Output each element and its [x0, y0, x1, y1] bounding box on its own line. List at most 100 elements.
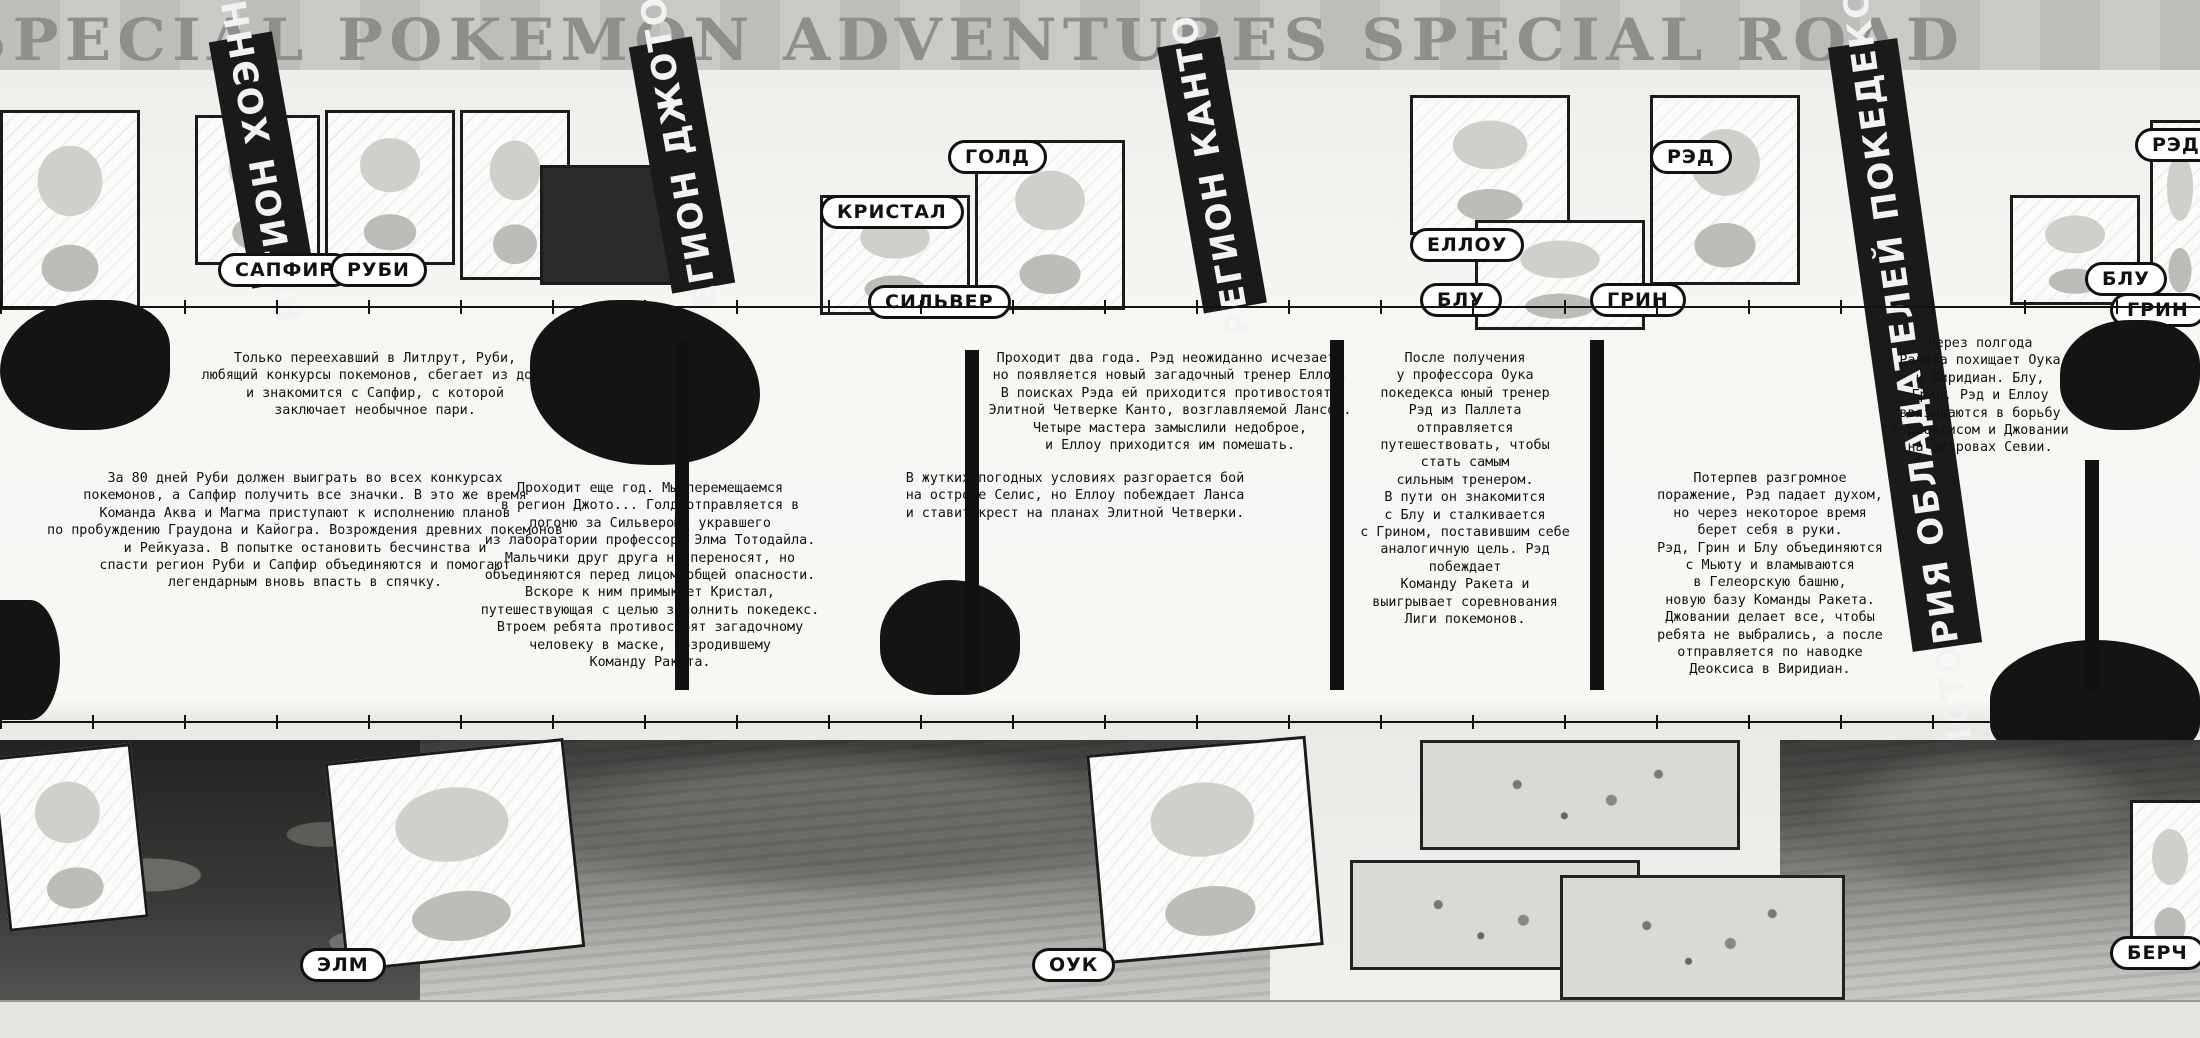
professor-panel-birch: [2130, 800, 2200, 960]
story-line: За 80 дней Руби должен выиграть во всех …: [107, 471, 503, 486]
story-line: по пробуждению Граудона и Кайогра. Возро…: [47, 523, 563, 539]
professor-panel-1: [0, 743, 149, 932]
story-line: путешествовать, чтобы: [1380, 438, 1550, 454]
story-line: легендарным вновь впасть в спячку.: [167, 575, 443, 591]
professor-panel-elm: [324, 738, 586, 972]
title-banner: SPECIAL POKEMON ADVENTURES SPECIAL ROAD: [0, 0, 2200, 70]
separator-bar-3: [1330, 340, 1344, 690]
story-line: спасти регион Руби и Сапфир объединяются…: [99, 558, 511, 574]
story-line: Четыре мастера замыслили недоброе,: [1032, 420, 1308, 436]
professor-panel-oak: [1086, 735, 1324, 965]
name-label-red: РЭД: [1650, 140, 1732, 174]
name-label-red-2: РЭД: [2135, 128, 2200, 162]
story-line: и Еллоу приходится им помешать.: [1045, 438, 1295, 454]
story-line: у профессора Оука: [1396, 368, 1534, 384]
story-line: и знакомится с Сапфир, с которой: [246, 385, 504, 401]
lower-divider: [0, 715, 2200, 729]
story-line: Мальчики друг друга не переносят, но: [504, 550, 796, 566]
banner-text: SPECIAL POKEMON ADVENTURES SPECIAL ROAD: [0, 6, 1966, 70]
story-line: человеку в маске, возродившему: [529, 637, 771, 653]
story-line: с Деоксисом и Джовании: [1891, 423, 2069, 439]
story-line: Вскоре к ним примыкает Кристал,: [525, 585, 775, 601]
story-line: В пути он знакомится: [1384, 490, 1546, 506]
story-line: с Блу и сталкивается: [1384, 507, 1546, 523]
story-hoenn-main: За 80 дней Руби должен выиграть во всех …: [0, 470, 610, 592]
story-line: стать самым: [1420, 455, 1510, 471]
story-line: Команда Аква и Магма приступают к исполн…: [99, 505, 511, 521]
story-line: заключает необычное пари.: [274, 403, 476, 419]
story-line: Ракета похищает Оука: [1899, 353, 2061, 369]
story-line: Джовании делает все, чтобы: [1665, 610, 1875, 626]
place-label-oak: ОУК: [1032, 948, 1116, 982]
story-line: путешествующая с целью заполнить покедек…: [480, 602, 820, 618]
name-label-blue-2: БЛУ: [2085, 262, 2167, 296]
upper-divider: [0, 300, 2200, 314]
name-label-ruby: РУБИ: [330, 253, 427, 287]
story-line: любящий конкурсы покемонов, сбегает из д…: [201, 368, 549, 384]
story-line: ребята не выбрались, а после: [1657, 627, 1883, 643]
story-line: Проходит еще год. Мы перемещаемся: [516, 481, 784, 496]
silhouette-left-low: [0, 600, 60, 720]
story-line: Грин, Рэд и Еллоу: [1911, 388, 2049, 404]
story-line: с Мьюту и вламываются: [1685, 558, 1855, 574]
name-label-yellow: ЕЛЛОУ: [1410, 228, 1525, 262]
story-line: В поисках Рэда ей приходится противостоя…: [1000, 385, 1340, 401]
region-map-3: [1560, 875, 1845, 1000]
portrait-panel-yellow: [1410, 95, 1570, 235]
portrait-panel-blue: [2010, 195, 2140, 305]
silhouette-dragon-right: [2060, 320, 2200, 430]
portrait-panel-ruby: [325, 110, 455, 265]
story-line: берет себя в руки.: [1697, 523, 1843, 539]
place-label-birch: БЕРЧ: [2110, 936, 2200, 970]
story-line: аналогичную цель. Рэд: [1380, 542, 1550, 558]
separator-bar-1: [675, 340, 689, 690]
story-line: выигрывает соревнования: [1372, 594, 1558, 610]
story-line: в Гелеорскую башню,: [1693, 575, 1847, 591]
story-kanto-yellow-2: В жутких погодных условиях разгорается б…: [850, 470, 1300, 522]
story-line: сильным тренером.: [1396, 472, 1534, 488]
story-line: Деоксиса в Виридиан.: [1689, 662, 1851, 678]
portrait-panel-1: [0, 110, 140, 310]
story-line: покемонов, а Сапфир получить все значки.…: [83, 488, 527, 504]
story-line: Рэд, Грин и Блу объединяются: [1657, 540, 1883, 556]
story-line: отправляется по наводке: [1677, 645, 1863, 661]
story-line: После получения: [1404, 351, 1526, 366]
story-line: ввязываются в борьбу: [1899, 405, 2061, 421]
story-line: Элитной Четверке Канто, возглавляемой Ла…: [988, 403, 1352, 419]
bottom-strip: [0, 1000, 2200, 1038]
story-line: Команду Ракета и: [1400, 577, 1530, 593]
story-line: новую базу Команды Ракета.: [1665, 592, 1875, 608]
story-line: на острове Селис, но Еллоу побеждает Лан…: [905, 488, 1245, 504]
story-line: Лиги покемонов.: [1404, 612, 1526, 628]
story-line: но через некоторое время: [1673, 505, 1867, 521]
story-line: покедекса юный тренер: [1380, 385, 1550, 401]
place-label-elm: ЭЛМ: [300, 948, 386, 982]
story-hoenn-intro: Только переехавший в Литлрут, Руби, любящ…: [195, 350, 555, 420]
portrait-panel-red: [1650, 95, 1800, 285]
silhouette-rayquaza: [530, 300, 760, 465]
name-label-crystal: КРИСТАЛ: [820, 195, 964, 229]
story-line: Команду Ракета.: [589, 655, 711, 671]
story-line: но появляется новый загадочный тренер Ел…: [992, 368, 1348, 384]
story-line: и ставит крест на планах Элитной Четверк…: [905, 505, 1245, 521]
silhouette-kyogre: [0, 300, 170, 430]
story-line: Втроем ребята противостоят загадочному: [496, 620, 804, 636]
separator-bar-5: [2085, 460, 2099, 690]
story-line: Только переехавший в Литлрут, Руби,: [233, 351, 517, 366]
story-line: на островах Севии.: [1907, 440, 2053, 456]
story-line: погоню за Сильвером, укравшего: [529, 515, 771, 531]
story-line: Через полгода: [1927, 336, 2033, 351]
story-line: и Рейкуаза. В попытке остановить бесчинс…: [123, 540, 487, 556]
story-line: из лаборатории профессора Элма Тотодайла…: [484, 533, 816, 549]
story-line: и Виридиан. Блу,: [1915, 370, 2045, 386]
story-kanto-yellow: Проходит два года. Рэд неожиданно исчеза…: [970, 350, 1370, 454]
story-line: побеждает: [1428, 559, 1502, 575]
story-line: Потерпев разгромное: [1693, 471, 1847, 486]
story-line: объединяются перед лицом общей опасности…: [484, 568, 816, 584]
region-map-1: [1420, 740, 1740, 850]
